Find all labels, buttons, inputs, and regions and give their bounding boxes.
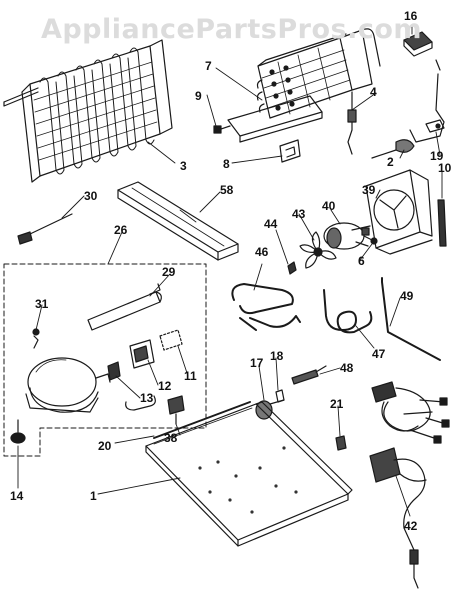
part-2 xyxy=(371,139,415,159)
watermark-logo-text: AppliancePartsPros.com xyxy=(40,14,423,45)
part-30 xyxy=(17,213,73,245)
evaporator xyxy=(227,28,381,143)
rod-49 xyxy=(381,277,441,361)
callout-10: 10 xyxy=(438,161,452,175)
part-38 xyxy=(167,395,185,425)
part-6 xyxy=(363,235,378,245)
callout-19: 19 xyxy=(430,149,444,163)
callout-43: 43 xyxy=(292,207,306,221)
relay-12 xyxy=(129,339,155,369)
wire-13 xyxy=(125,395,156,411)
part-20 xyxy=(153,401,251,439)
base-plate-1 xyxy=(145,401,353,547)
compressor xyxy=(25,357,111,413)
tube-47 xyxy=(323,289,373,334)
callout-3: 3 xyxy=(180,159,187,173)
callout-7: 7 xyxy=(205,59,212,73)
condenser-coil xyxy=(3,39,173,183)
part-11 xyxy=(159,329,183,351)
callout-18: 18 xyxy=(270,349,284,363)
callout-20: 20 xyxy=(98,439,112,453)
callout-47: 47 xyxy=(372,347,386,361)
callout-26: 26 xyxy=(114,223,128,237)
callout-42: 42 xyxy=(404,519,418,533)
callout-14: 14 xyxy=(10,489,24,503)
bracket-8 xyxy=(279,139,301,163)
grommet-14 xyxy=(10,419,26,444)
callout-38: 38 xyxy=(164,431,178,445)
part-29 xyxy=(87,283,162,331)
callout-16: 16 xyxy=(404,9,418,23)
callout-40: 40 xyxy=(322,199,336,213)
part-48 xyxy=(291,365,327,385)
callout-21: 21 xyxy=(330,397,344,411)
callout-9: 9 xyxy=(195,89,202,103)
callout-8: 8 xyxy=(223,157,230,171)
part-18 xyxy=(275,389,285,403)
leader-lines xyxy=(17,25,443,517)
part-19 xyxy=(425,119,445,133)
callout-46: 46 xyxy=(255,245,269,259)
callout-12: 12 xyxy=(158,379,172,393)
callout-31: 31 xyxy=(35,297,49,311)
callout-11: 11 xyxy=(184,369,197,383)
part-44 xyxy=(287,261,297,275)
part-13 xyxy=(107,361,121,381)
callout-48: 48 xyxy=(340,361,354,375)
callout-44: 44 xyxy=(264,217,278,231)
callout-58: 58 xyxy=(220,183,234,197)
part-21 xyxy=(335,435,347,451)
callout-30: 30 xyxy=(84,189,98,203)
callout-39: 39 xyxy=(362,183,376,197)
fan-blade-43 xyxy=(299,231,337,269)
screw-9 xyxy=(213,125,231,134)
tube-46 xyxy=(231,283,301,331)
callout-13: 13 xyxy=(140,391,154,405)
callout-1: 1 xyxy=(90,489,97,503)
callout-6: 6 xyxy=(358,254,365,268)
compressor-group-box xyxy=(3,263,207,457)
callout-2: 2 xyxy=(387,155,394,169)
callout-17: 17 xyxy=(250,356,264,370)
fan-shroud-39 xyxy=(365,169,433,255)
sensor-4 xyxy=(347,91,357,155)
callout-4: 4 xyxy=(370,85,377,99)
fan-motor-40 xyxy=(323,222,371,250)
part-31 xyxy=(32,328,40,349)
channel-58 xyxy=(117,181,239,261)
wire-harness-42 xyxy=(369,381,450,589)
callout-49: 49 xyxy=(400,289,414,303)
rod-10 xyxy=(437,199,447,247)
callout-29: 29 xyxy=(162,265,176,279)
